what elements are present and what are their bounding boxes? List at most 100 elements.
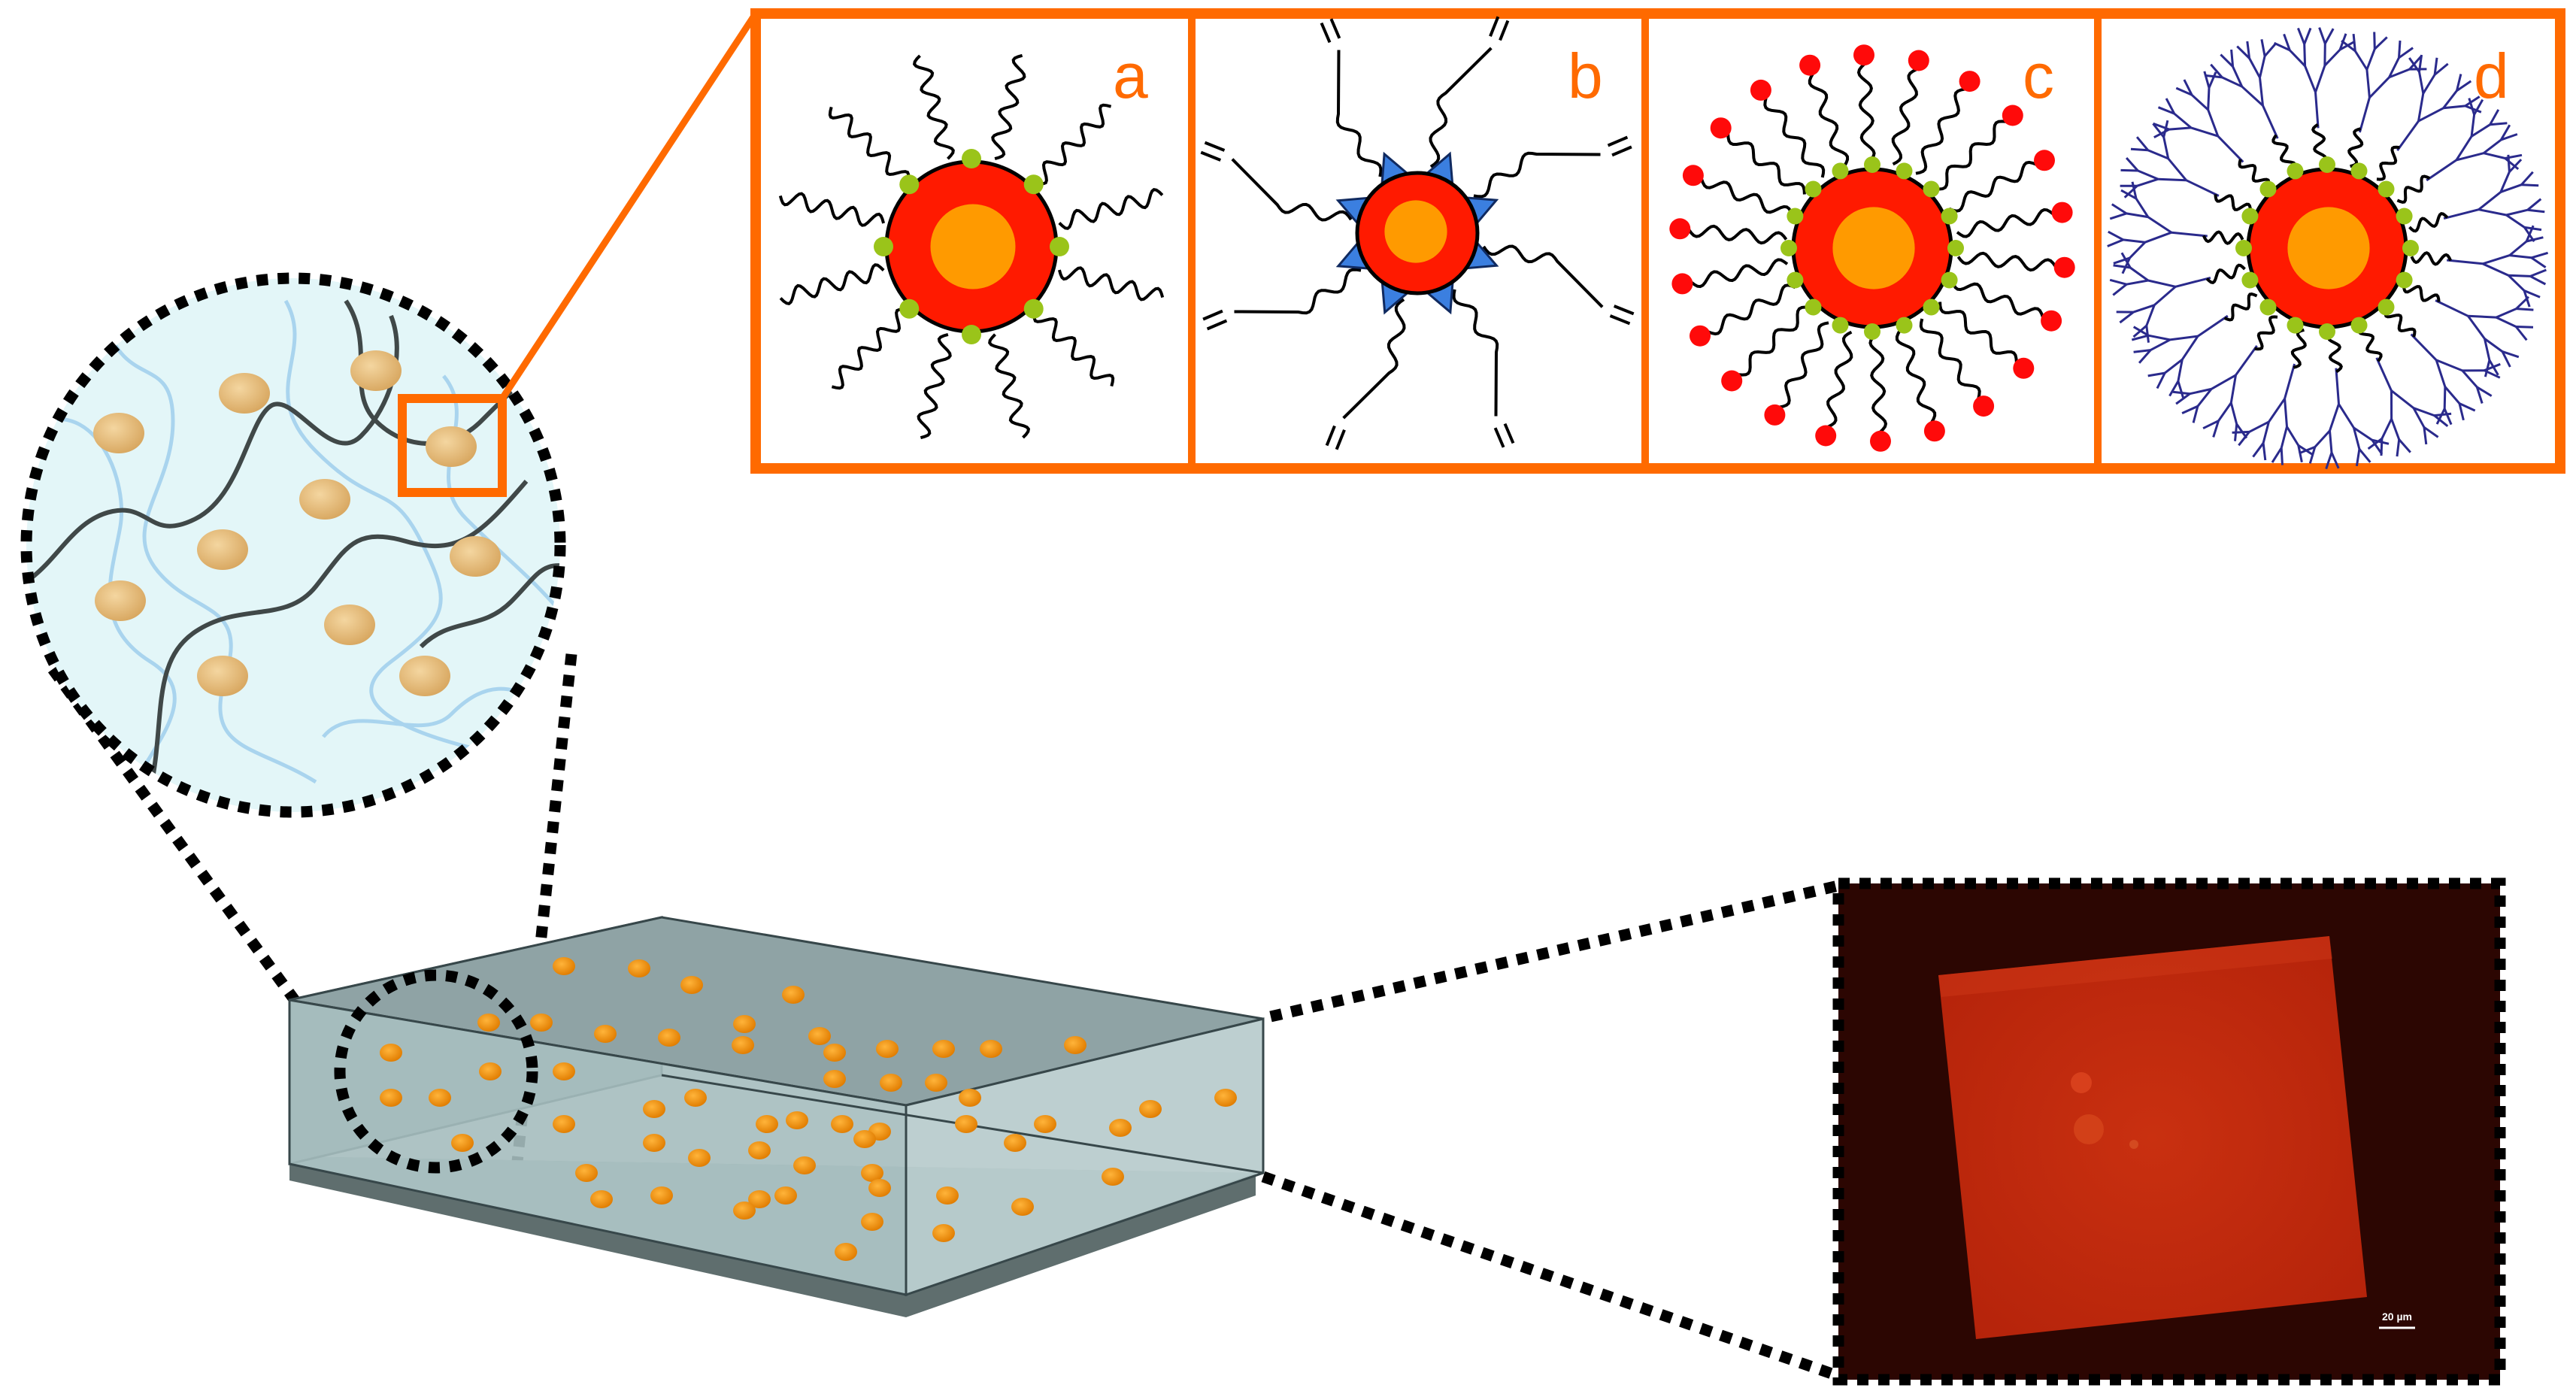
end-cap — [1764, 405, 1785, 426]
quantum-dot — [684, 1089, 707, 1107]
end-cap — [2034, 150, 2055, 171]
dendrimer-branch — [2232, 50, 2233, 67]
quantum-dot — [732, 1036, 754, 1054]
micrograph-scale-bar-label: 20 µm — [2382, 1311, 2412, 1323]
anchor-group — [2319, 323, 2335, 340]
anchor-group — [899, 299, 919, 319]
quantum-dot — [575, 1164, 598, 1182]
end-cap — [2052, 202, 2073, 223]
quantum-dot — [748, 1141, 771, 1159]
anchor-group — [1805, 299, 1822, 316]
dendrimer-branch — [2281, 448, 2282, 465]
anchor-group — [1941, 208, 1958, 225]
anchor-group — [1805, 181, 1822, 198]
anchor-group — [2396, 208, 2413, 225]
dendrimer-branch — [2121, 170, 2138, 171]
quantum-dot — [590, 1190, 613, 1208]
quantum-dot — [1102, 1168, 1124, 1186]
quantum-dot — [1011, 1198, 1034, 1216]
anchor-group — [1787, 272, 1803, 289]
quantum-dot — [451, 1134, 474, 1152]
anchor-group — [2260, 181, 2277, 198]
anchor-group — [2241, 208, 2258, 225]
anchor-group — [2378, 299, 2395, 316]
dendrimer-branch — [2158, 179, 2186, 180]
quantum-dot — [1064, 1036, 1086, 1054]
quantum-dot — [756, 1115, 778, 1133]
quantum-dot — [853, 1130, 876, 1148]
end-cap — [1669, 218, 1690, 239]
quantum-dot — [688, 1149, 711, 1167]
nanoparticle-core — [1832, 207, 1914, 289]
quantum-dot — [808, 1027, 831, 1045]
anchor-group — [1024, 299, 1044, 319]
panel-label-c: c — [2023, 41, 2054, 111]
end-cap — [2013, 358, 2034, 379]
quantum-dot — [643, 1134, 665, 1152]
dendrimer-branch — [2508, 155, 2510, 172]
quantum-dot — [530, 1014, 553, 1032]
end-cap — [1799, 55, 1820, 76]
anchor-group — [1780, 240, 1797, 256]
anchor-group — [1864, 156, 1880, 173]
end-cap — [1683, 165, 1704, 186]
anchor-group — [1787, 208, 1803, 225]
anchor-group — [2241, 272, 2258, 289]
end-cap — [1924, 420, 1945, 441]
quantum-dot — [429, 1089, 451, 1107]
anchor-group — [962, 149, 981, 168]
anchor-group — [2287, 317, 2304, 334]
quantum-dot — [643, 1100, 665, 1118]
anchor-group — [1864, 323, 1880, 340]
end-cap — [1959, 71, 1980, 92]
end-cap — [1750, 80, 1771, 101]
anchor-group — [1024, 174, 1044, 194]
anchor-group — [2287, 162, 2304, 179]
dendrimer-branch — [2508, 275, 2530, 276]
quantum-dot — [793, 1156, 816, 1174]
anchor-group — [2402, 240, 2419, 256]
quantum-dot — [932, 1040, 955, 1058]
quantum-dot — [477, 1014, 500, 1032]
dendrimer-branch — [2374, 32, 2375, 50]
anchor-group — [2378, 181, 2395, 198]
dendrimer-branch — [2399, 41, 2401, 58]
anchor-group — [1832, 162, 1849, 179]
anchor-group — [2351, 162, 2368, 179]
quantum-dot — [868, 1179, 891, 1197]
quantum-dot — [1034, 1115, 1056, 1133]
quantum-dot — [1004, 1134, 1026, 1152]
end-cap — [1671, 273, 1693, 294]
quantum-dot — [980, 1040, 1002, 1058]
anchor-group — [2351, 317, 2368, 334]
quantum-dot — [1109, 1119, 1132, 1137]
end-cap — [1721, 371, 1742, 392]
quantum-dot — [594, 1025, 617, 1043]
nanoparticle-core — [1384, 200, 1447, 262]
quantum-dot — [733, 1202, 756, 1220]
end-cap — [2041, 311, 2062, 332]
micrograph-connector-lines — [1263, 886, 1838, 1376]
anchor-group — [1896, 162, 1913, 179]
quantum-dot — [835, 1243, 857, 1261]
anchor-group — [1832, 317, 1849, 334]
quantum-dot — [553, 957, 575, 975]
anchor-group — [2396, 272, 2413, 289]
end-cap — [1870, 431, 1891, 452]
anchor-group — [899, 174, 919, 194]
anchor-group — [1941, 272, 1958, 289]
anchor-group — [1050, 237, 1069, 256]
end-cap — [1908, 50, 1929, 71]
quantum-dot — [733, 1015, 756, 1033]
anchor-group — [2319, 156, 2335, 173]
quantum-dot — [553, 1115, 575, 1133]
quantum-dot — [1214, 1089, 1237, 1107]
quantum-dot — [925, 1074, 947, 1092]
quantum-dot — [823, 1070, 846, 1088]
dendrimer-branch — [2468, 316, 2496, 317]
quantum-dot — [786, 1111, 808, 1129]
end-cap — [1690, 326, 1711, 347]
quantum-dot — [959, 1089, 981, 1107]
end-cap — [1853, 44, 1874, 65]
anchor-group — [962, 325, 981, 344]
